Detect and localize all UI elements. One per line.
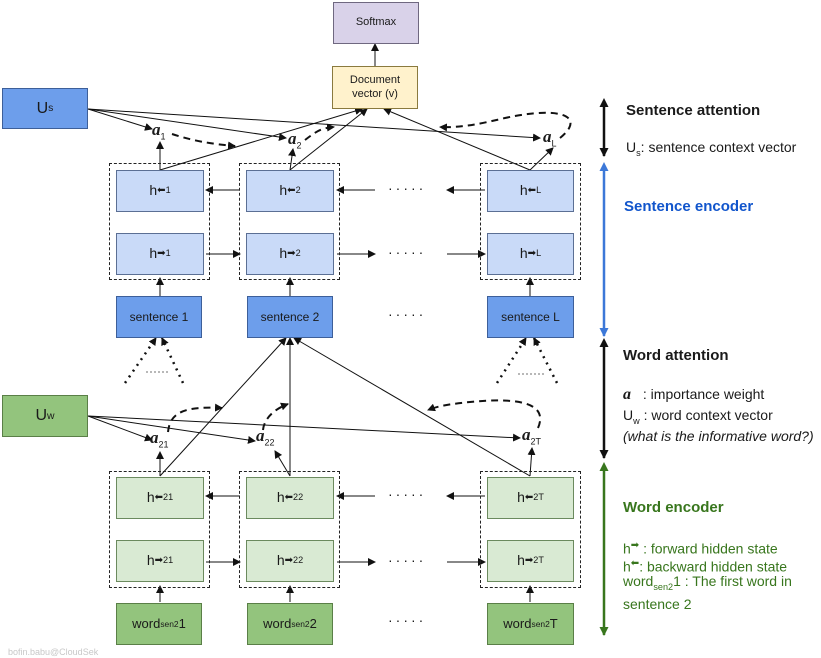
right-arrow-icon: ➡ [157, 247, 166, 259]
sentence-forward-hidden-L: h➡L [487, 233, 574, 275]
softmax-box: Softmax [333, 2, 419, 44]
left-arrow-icon: ⬅ [284, 491, 294, 503]
legend-sentence-attention-title: Sentence attention [626, 102, 761, 119]
right-arrow-icon: ➡ [630, 540, 640, 551]
sentence-ellipsis-top: ····· [388, 180, 427, 196]
footer-credit: bofin.babu@CloudSek [8, 647, 99, 657]
right-arrow-icon: ➡ [524, 554, 534, 566]
sentence-alpha-1: a1 [152, 120, 166, 142]
legend-sentence-encoder-title: Sentence encoder [624, 198, 754, 215]
word-alpha-22: a22 [256, 426, 275, 448]
left-arrow-icon: ⬅ [157, 184, 166, 196]
legend-informative-question: (what is the informative word?) [623, 428, 814, 444]
word-encoder-group-1 [109, 471, 210, 588]
left-arrow-icon: ⬅ [630, 558, 640, 569]
word-encoder-group-T [480, 471, 581, 588]
word-forward-hidden-21: h➡21 [116, 540, 204, 582]
word-forward-hidden-22: h➡22 [246, 540, 334, 582]
word-ellipsis-top: ····· [388, 486, 427, 502]
legend-word-desc: wordsen21 : The first word in sentence 2 [623, 573, 792, 612]
legend-alpha-desc: a : importance weight [623, 386, 765, 403]
word-alpha-21: a21 [150, 428, 169, 450]
sentence-alpha-2: a2 [288, 129, 302, 151]
legend-word-attention-title: Word attention [623, 347, 729, 364]
sentence-encoder-group-L [480, 163, 581, 280]
left-arrow-icon: ⬅ [154, 491, 164, 503]
us-main: U [36, 99, 49, 117]
sentence-box-L: sentence L [487, 296, 574, 338]
word-ellipsis-mid: ····· [388, 552, 427, 568]
word-encoder-group-2 [239, 471, 340, 588]
document-vector-label: Document vector (v) [349, 73, 401, 100]
document-vector-box: Document vector (v) [332, 66, 418, 109]
softmax-label: Softmax [355, 16, 397, 29]
us-sub: s [48, 103, 54, 114]
sentence-encoder-group-2 [239, 163, 340, 280]
legend-forward-desc: h➡ : forward hidden state [623, 540, 778, 557]
sentence-backward-hidden-2: h⬅2 [246, 170, 334, 212]
sentence-forward-hidden-2: h➡2 [246, 233, 334, 275]
left-arrow-icon: ⬅ [524, 491, 534, 503]
sentence-ellipsis-mid: ····· [388, 244, 427, 260]
sentence-encoder-group-1 [109, 163, 210, 280]
sentence-ellipsis-bottom: ····· [388, 306, 427, 322]
right-arrow-icon: ➡ [527, 247, 537, 259]
sentence-forward-hidden-1: h➡1 [116, 233, 204, 275]
legend-uw-desc: Uw : word context vector [623, 407, 773, 426]
sentence-alpha-L: aL [543, 127, 557, 149]
legend-backward-desc: h⬅: backward hidden state [623, 558, 788, 575]
sentence-backward-hidden-1: h⬅1 [116, 170, 204, 212]
left-arrow-icon: ⬅ [287, 184, 296, 196]
sentence-box-2: sentence 2 [247, 296, 333, 338]
sentence-backward-hidden-L: h⬅L [487, 170, 574, 212]
left-arrow-icon: ⬅ [527, 184, 537, 196]
legend-word-encoder-title: Word encoder [623, 499, 724, 516]
sentence-box-1: sentence 1 [116, 296, 202, 338]
word-forward-hidden-2T: h➡2T [487, 540, 574, 582]
right-arrow-icon: ➡ [154, 554, 164, 566]
word-alpha-2T: a2T [522, 425, 542, 447]
legend-sentence-context-desc: Us: sentence context vector [626, 139, 797, 158]
right-arrow-icon: ➡ [287, 247, 296, 259]
word-backward-hidden-21: h⬅21 [116, 477, 204, 519]
right-arrow-icon: ➡ [284, 554, 294, 566]
word-ellipsis-bottom: ····· [388, 612, 427, 628]
word-backward-hidden-2T: h⬅2T [487, 477, 574, 519]
word-backward-hidden-22: h⬅22 [246, 477, 334, 519]
